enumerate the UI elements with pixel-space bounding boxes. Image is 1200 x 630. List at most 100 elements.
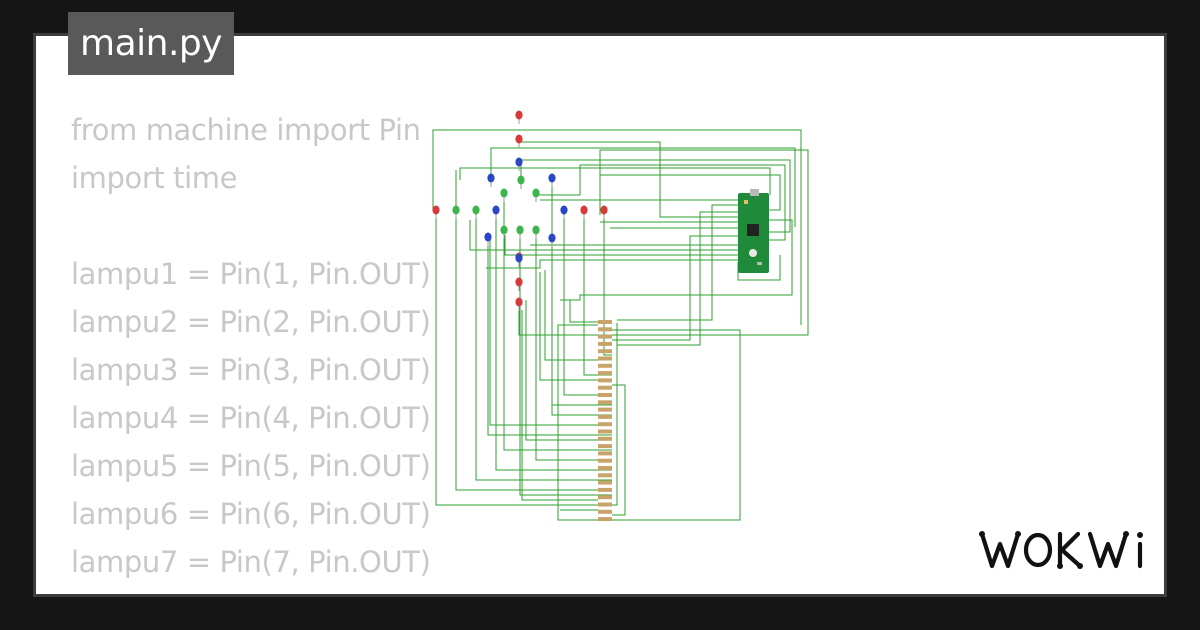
pico-board bbox=[738, 189, 769, 273]
led-green bbox=[532, 188, 540, 202]
wire bbox=[519, 141, 738, 218]
resistor bbox=[598, 349, 612, 354]
code-preview: from machine import Pin import time lampu1… bbox=[71, 106, 631, 594]
wire bbox=[475, 215, 612, 481]
resistor bbox=[598, 495, 612, 500]
resistor bbox=[598, 341, 612, 346]
wire bbox=[612, 235, 738, 341]
wire bbox=[536, 164, 786, 241]
led-green bbox=[517, 175, 525, 189]
file-tab: main.py bbox=[68, 12, 235, 75]
resistor bbox=[598, 356, 612, 361]
wire bbox=[617, 211, 738, 346]
resistor bbox=[598, 407, 612, 412]
resistor bbox=[598, 444, 612, 449]
resistor bbox=[598, 487, 612, 492]
code-line: import time bbox=[71, 161, 238, 195]
wire bbox=[455, 170, 612, 491]
led-red bbox=[515, 297, 523, 311]
wokwi-logo bbox=[978, 528, 1150, 578]
led-red bbox=[515, 134, 523, 148]
wire bbox=[612, 384, 626, 516]
wire bbox=[557, 324, 741, 521]
led-blue bbox=[484, 232, 492, 246]
resistor bbox=[598, 414, 612, 419]
wire bbox=[563, 215, 612, 396]
resistor bbox=[598, 378, 612, 383]
led-red bbox=[515, 277, 523, 291]
resistor bbox=[598, 480, 612, 485]
led-blue bbox=[560, 205, 568, 219]
led-red bbox=[432, 205, 440, 219]
led-group bbox=[432, 110, 608, 311]
wire bbox=[432, 129, 802, 325]
resistor bbox=[598, 473, 612, 478]
resistor bbox=[598, 509, 612, 514]
resistor bbox=[598, 436, 612, 441]
wire bbox=[560, 219, 793, 301]
resistor bbox=[598, 334, 612, 339]
led-green bbox=[472, 205, 480, 219]
code-line: lampu8 = Pin(8, Pin.OUT) bbox=[71, 586, 631, 594]
led-blue bbox=[492, 205, 500, 219]
code-line: lampu4 = Pin(4, Pin.OUT) bbox=[71, 401, 431, 435]
resistor bbox=[598, 422, 612, 427]
resistor bbox=[598, 517, 612, 522]
code-line: lampu6 = Pin(6, Pin.OUT) bbox=[71, 497, 431, 531]
wire bbox=[495, 215, 612, 471]
code-line: from machine import Pin bbox=[71, 113, 421, 147]
wire bbox=[518, 149, 809, 336]
code-line: lampu2 = Pin(2, Pin.OUT) bbox=[71, 305, 431, 339]
wire bbox=[525, 300, 598, 441]
led-green bbox=[500, 225, 508, 239]
wire bbox=[504, 235, 740, 256]
resistor bbox=[598, 385, 612, 390]
led-green bbox=[516, 225, 524, 239]
resistor-column bbox=[598, 320, 612, 522]
led-blue bbox=[515, 253, 523, 267]
resistor bbox=[598, 371, 612, 376]
led-red bbox=[600, 205, 608, 219]
wire bbox=[489, 240, 598, 426]
resistor bbox=[598, 458, 612, 463]
wire bbox=[600, 174, 781, 211]
led-blue bbox=[548, 233, 556, 247]
wire bbox=[521, 310, 598, 501]
led-green bbox=[500, 188, 508, 202]
resistor bbox=[598, 451, 612, 456]
led-blue bbox=[515, 157, 523, 171]
led-green bbox=[452, 205, 460, 219]
wire bbox=[519, 235, 612, 496]
resistor bbox=[598, 400, 612, 405]
resistor bbox=[598, 320, 612, 324]
led-green bbox=[532, 225, 540, 239]
wire bbox=[539, 272, 598, 381]
resistor bbox=[598, 502, 612, 507]
wire bbox=[459, 167, 771, 195]
wire bbox=[435, 215, 618, 506]
resistor bbox=[598, 327, 612, 332]
code-line: lampu1 = Pin(1, Pin.OUT) bbox=[71, 257, 431, 291]
wires bbox=[432, 129, 809, 521]
wire bbox=[490, 147, 796, 227]
wire bbox=[535, 232, 612, 461]
wire bbox=[486, 259, 738, 269]
led-blue bbox=[548, 173, 556, 187]
wire bbox=[503, 195, 612, 451]
wire bbox=[469, 220, 738, 251]
resistor bbox=[598, 466, 612, 470]
resistor bbox=[598, 429, 612, 434]
wire bbox=[617, 204, 738, 321]
led-red bbox=[580, 205, 588, 219]
code-line: lampu5 = Pin(5, Pin.OUT) bbox=[71, 449, 431, 483]
resistor bbox=[598, 393, 612, 397]
led-red bbox=[515, 110, 523, 124]
wire bbox=[544, 270, 598, 361]
wire bbox=[569, 300, 598, 323]
resistor bbox=[598, 363, 612, 368]
wire bbox=[603, 215, 612, 356]
code-line: lampu3 = Pin(3, Pin.OUT) bbox=[71, 353, 431, 387]
code-line: lampu7 = Pin(7, Pin.OUT) bbox=[71, 545, 431, 579]
led-blue bbox=[487, 173, 495, 187]
